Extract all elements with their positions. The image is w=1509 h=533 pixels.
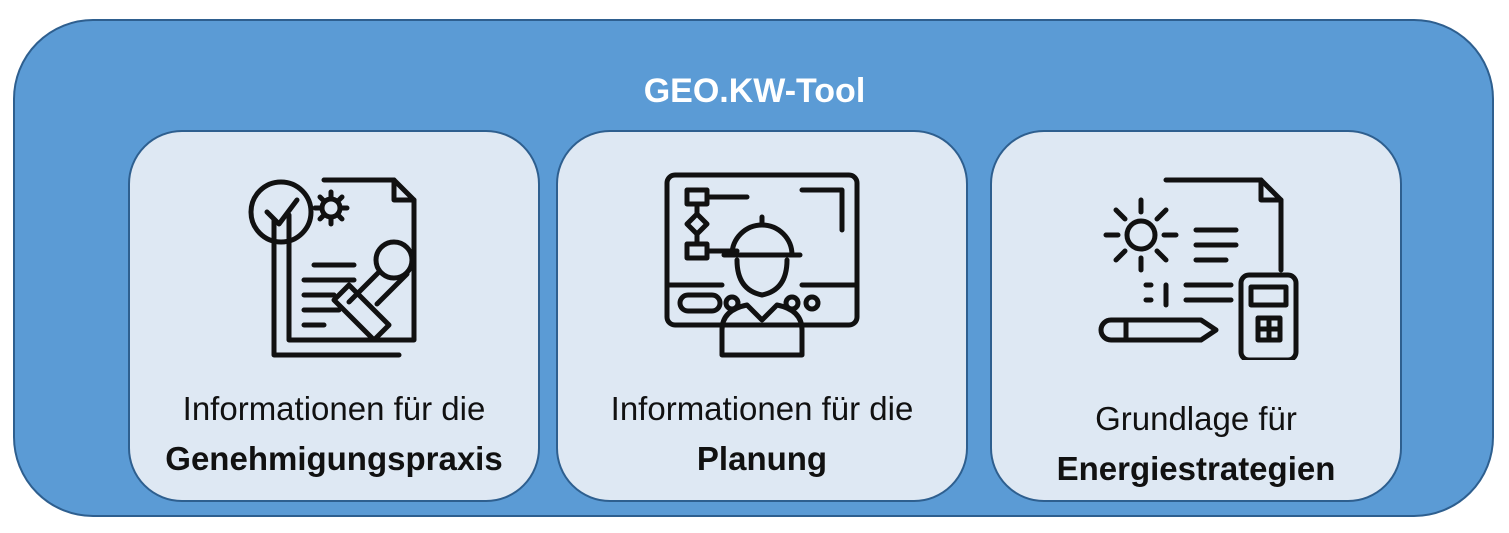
card-2-line2: Planung — [696, 440, 828, 477]
card-1-line1: Informationen für die — [182, 390, 486, 427]
card-1-line2: Genehmigungspraxis — [165, 440, 503, 477]
strategy-calculator-gear-icon — [992, 160, 1400, 360]
card-energiestrategien: Grundlage für Energiestrategien — [990, 130, 1402, 502]
card-planung: Informationen für die Planung — [556, 130, 968, 502]
card-2-line1: Informationen für die — [610, 390, 914, 427]
engineer-blueprint-icon — [558, 160, 966, 360]
card-3-line2: Energiestrategien — [1056, 450, 1336, 487]
card-genehmigungspraxis: Informationen für die Genehmigungspraxis — [128, 130, 540, 502]
diagram-title: GEO.KW-Tool — [643, 72, 866, 110]
document-stamp-approval-icon — [130, 160, 538, 360]
card-3-line1: Grundlage für — [1095, 400, 1297, 437]
